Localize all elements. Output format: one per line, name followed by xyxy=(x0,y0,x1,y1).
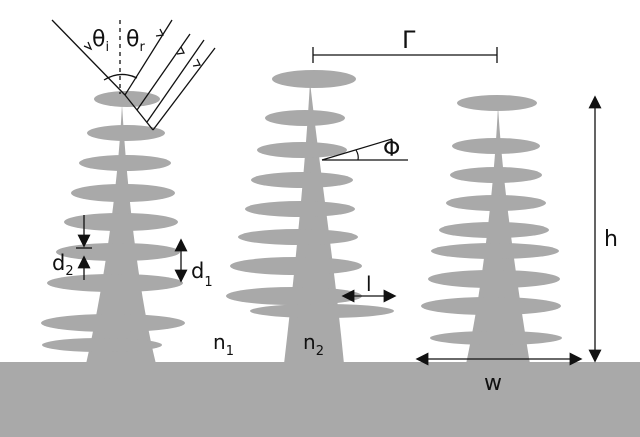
theta-r-label: θr xyxy=(126,27,145,55)
period-bar xyxy=(312,47,498,63)
cone-1 xyxy=(41,91,185,364)
d2-label: d2 xyxy=(52,251,74,279)
n2-label: n2 xyxy=(303,330,324,359)
cone-2 xyxy=(226,70,394,364)
phi-label: Φ xyxy=(383,137,400,162)
cone-3 xyxy=(421,95,562,364)
d1-label: d1 xyxy=(191,259,213,290)
n1-label: n1 xyxy=(213,330,234,359)
light-rays xyxy=(51,19,216,131)
theta-i-label: θi xyxy=(92,27,109,55)
width-label: w xyxy=(484,371,502,396)
period-label: Γ xyxy=(402,26,416,54)
height-label: h xyxy=(604,227,618,252)
phi-angle xyxy=(321,138,408,161)
d2-arrows xyxy=(76,215,92,280)
branch-length-label: l xyxy=(366,272,372,296)
substrate xyxy=(0,362,640,437)
